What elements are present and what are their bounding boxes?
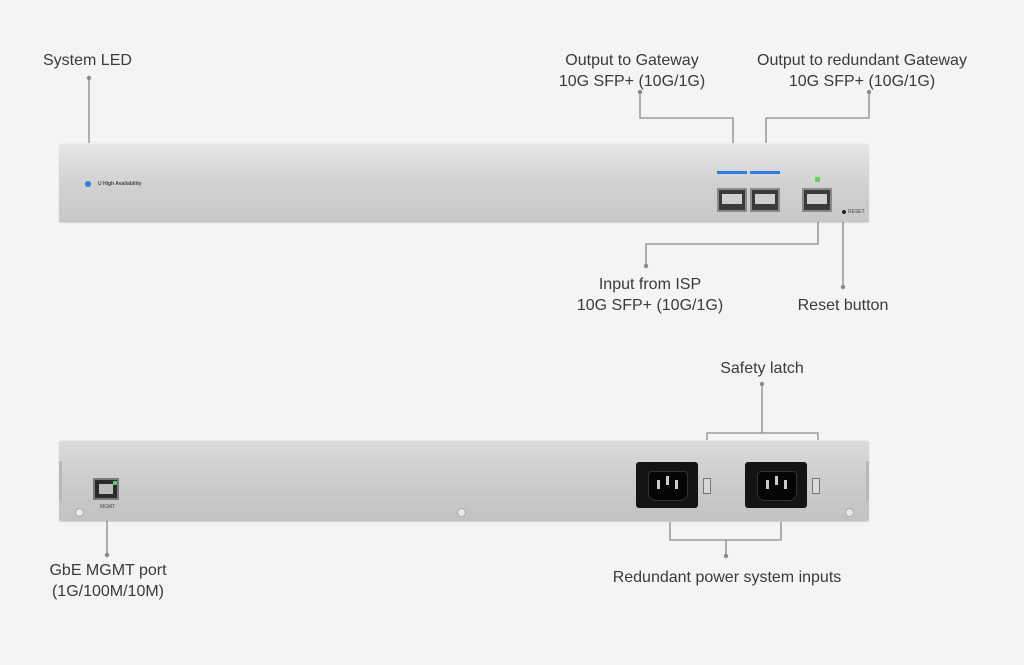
ubiquiti-logo-icon: U	[98, 181, 103, 187]
front-brand-text: U High Availability	[98, 181, 142, 187]
leader-output-gateway	[639, 92, 734, 145]
mgmt-text: MGMT	[100, 504, 116, 510]
output-gateway-label: Output to Gateway 10G SFP+ (10G/1G)	[558, 52, 706, 90]
front-panel: U High Availability RESET	[59, 143, 869, 222]
sfp-gateway-led	[717, 171, 747, 174]
system-led	[85, 181, 91, 187]
leader-input-isp	[645, 222, 819, 266]
safety-latch-1[interactable]	[703, 478, 711, 494]
reset-text: RESET	[848, 209, 865, 215]
screw-left	[75, 508, 84, 517]
power-inputs-label: Redundant power system inputs	[612, 569, 842, 586]
input-isp-label: Input from ISP 10G SFP+ (10G/1G)	[576, 276, 724, 314]
mgmt-port[interactable]	[93, 478, 119, 500]
power-inlet-1[interactable]	[636, 462, 698, 508]
isp-port-led	[815, 177, 820, 182]
system-led-label: System LED	[43, 52, 132, 69]
safety-latch-label: Safety latch	[720, 360, 804, 377]
rear-left-ear	[59, 461, 62, 501]
mgmt-port-led	[113, 481, 117, 485]
mgmt-port-label: GbE MGMT port (1G/100M/10M)	[49, 562, 167, 600]
reset-button-label: Reset button	[797, 297, 889, 314]
sfp-port-gateway[interactable]	[717, 188, 747, 212]
screw-center	[457, 508, 466, 517]
sfp-port-isp[interactable]	[802, 188, 832, 212]
output-redundant-gateway-label: Output to redundant Gateway 10G SFP+ (10…	[757, 52, 967, 90]
power-inlet-2[interactable]	[745, 462, 807, 508]
reset-button[interactable]	[842, 210, 846, 214]
sfp-redundant-led	[750, 171, 780, 174]
screw-right	[845, 508, 854, 517]
rear-panel: MGMT	[59, 440, 869, 521]
leader-power-bracket	[669, 522, 782, 541]
sfp-port-redundant[interactable]	[750, 188, 780, 212]
leader-output-redundant	[765, 92, 870, 145]
rear-right-ear	[866, 461, 869, 501]
safety-latch-2[interactable]	[812, 478, 820, 494]
